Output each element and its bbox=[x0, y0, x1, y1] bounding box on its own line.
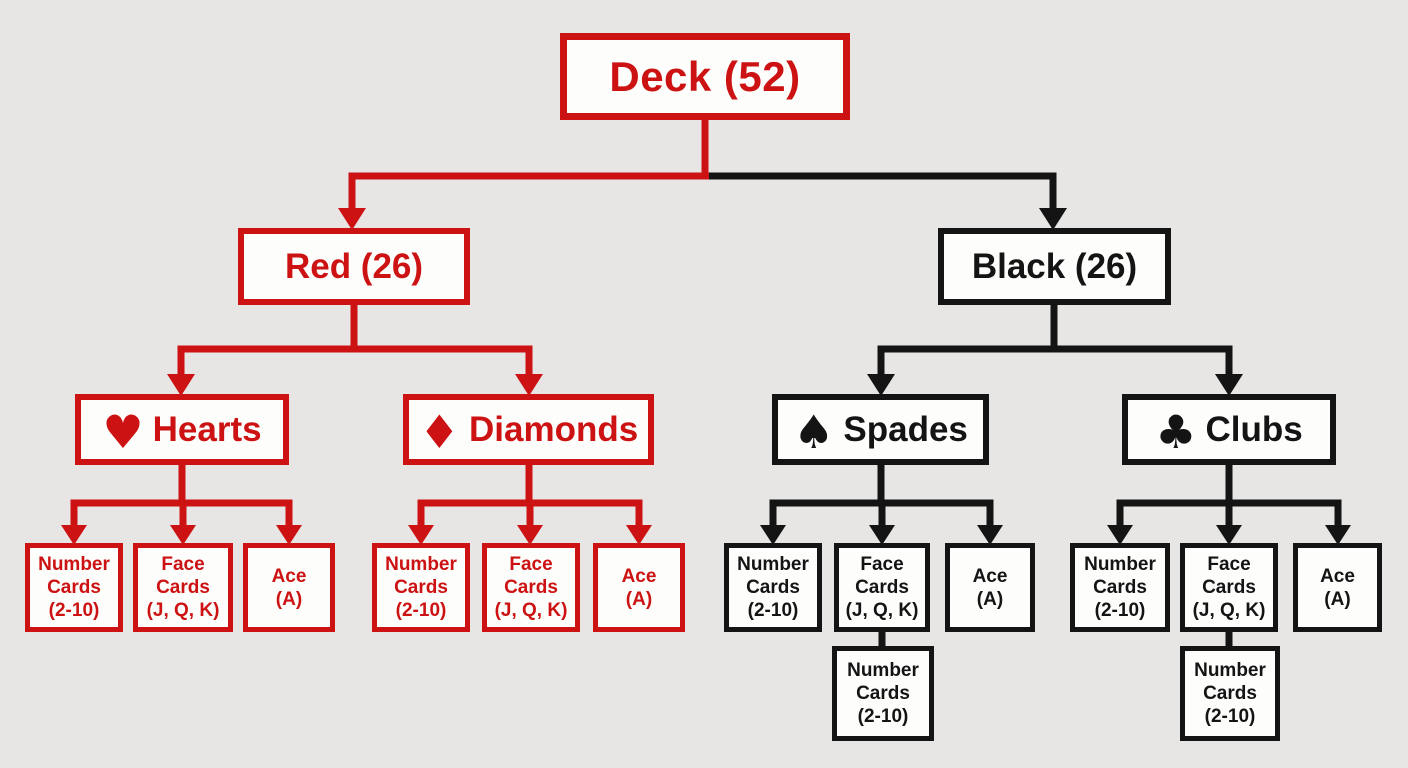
node-spades-face-number-cards: Number Cards (2-10) bbox=[832, 646, 934, 741]
node-diamonds-number-cards: Number Cards (2-10) bbox=[372, 543, 470, 632]
arrow-diamonds bbox=[515, 374, 543, 396]
connector-spades-to-leaves bbox=[769, 499, 994, 527]
connector-deck-to-black bbox=[705, 172, 1057, 212]
leaf-line: Cards bbox=[1093, 577, 1147, 598]
node-black-label: Black (26) bbox=[971, 246, 1138, 286]
leaf-line: Number bbox=[385, 554, 457, 575]
arrow-black bbox=[1039, 208, 1067, 230]
node-black: Black (26) bbox=[938, 228, 1171, 305]
connector-clubs-to-leaves bbox=[1116, 499, 1342, 527]
arrow-diamonds-number bbox=[408, 525, 434, 545]
leaf-line: (2-10) bbox=[48, 600, 100, 621]
node-spades-number-cards: Number Cards (2-10) bbox=[724, 543, 822, 632]
leaf-line: (2-10) bbox=[1204, 706, 1256, 727]
node-diamonds-face-cards: Face Cards (J, Q, K) bbox=[482, 543, 580, 632]
node-diamonds-label: Diamonds bbox=[469, 409, 639, 449]
leaf-line: (J, Q, K) bbox=[146, 600, 220, 621]
arrow-hearts-face bbox=[170, 525, 196, 545]
leaf-line: (2-10) bbox=[857, 706, 909, 727]
leaf-line: Cards bbox=[504, 577, 558, 598]
connector-black-to-suits bbox=[877, 345, 1233, 378]
leaf-line: (J, Q, K) bbox=[1192, 600, 1266, 621]
leaf-line: Number bbox=[38, 554, 110, 575]
node-deck-label: Deck (52) bbox=[609, 52, 801, 100]
leaf-line: Number bbox=[1194, 660, 1266, 681]
arrow-clubs bbox=[1215, 374, 1243, 396]
leaf-line: Cards bbox=[1202, 577, 1256, 598]
leaf-line: Ace bbox=[271, 565, 307, 587]
node-red-label: Red (26) bbox=[284, 246, 424, 286]
arrow-hearts-ace bbox=[276, 525, 302, 545]
leaf-line: Cards bbox=[394, 577, 448, 598]
node-spades-face-cards: Face Cards (J, Q, K) bbox=[834, 543, 930, 632]
leaf-line: Face bbox=[860, 554, 904, 575]
leaf-line: (2-10) bbox=[395, 600, 447, 621]
node-clubs-ace: Ace (A) bbox=[1293, 543, 1382, 632]
leaf-line: Cards bbox=[746, 577, 800, 598]
arrow-clubs-ace bbox=[1325, 525, 1351, 545]
node-clubs-label: Clubs bbox=[1205, 409, 1303, 449]
node-clubs: ♣ Clubs bbox=[1122, 394, 1336, 465]
leaf-line: (J, Q, K) bbox=[845, 600, 919, 621]
leaf-line: Cards bbox=[856, 683, 910, 704]
leaf-line: Number bbox=[847, 660, 919, 681]
leaf-line: (A) bbox=[275, 588, 303, 610]
arrow-diamonds-face bbox=[517, 525, 543, 545]
leaf-line: Cards bbox=[156, 577, 210, 598]
leaf-line: Face bbox=[161, 554, 205, 575]
leaf-line: Number bbox=[737, 554, 809, 575]
node-diamonds: ♦ Diamonds bbox=[403, 394, 654, 465]
node-hearts: ♥ Hearts bbox=[75, 394, 289, 465]
leaf-line: Ace bbox=[1320, 565, 1355, 587]
leaf-line: Ace bbox=[972, 565, 1008, 587]
node-spades: ♠ Spades bbox=[772, 394, 989, 465]
node-spades-label: Spades bbox=[843, 409, 968, 449]
node-hearts-ace: Ace (A) bbox=[243, 543, 335, 632]
leaf-line: Cards bbox=[47, 577, 101, 598]
leaf-line: (2-10) bbox=[747, 600, 799, 621]
leaf-line: Number bbox=[1084, 554, 1156, 575]
node-spades-ace: Ace (A) bbox=[945, 543, 1035, 632]
arrow-clubs-number bbox=[1107, 525, 1133, 545]
arrow-diamonds-ace bbox=[626, 525, 652, 545]
node-red: Red (26) bbox=[238, 228, 470, 305]
leaf-line: Face bbox=[509, 554, 553, 575]
node-hearts-face-cards: Face Cards (J, Q, K) bbox=[133, 543, 233, 632]
arrow-clubs-face bbox=[1216, 525, 1242, 545]
arrow-spades-face bbox=[869, 525, 895, 545]
node-hearts-label: Hearts bbox=[152, 409, 262, 449]
leaf-line: (2-10) bbox=[1094, 600, 1146, 621]
arrow-hearts-number bbox=[61, 525, 87, 545]
leaf-line: Face bbox=[1207, 554, 1251, 575]
arrow-spades bbox=[867, 374, 895, 396]
arrow-spades-ace bbox=[977, 525, 1003, 545]
arrow-hearts bbox=[167, 374, 195, 396]
leaf-line: (A) bbox=[625, 588, 653, 610]
arrow-red bbox=[338, 208, 366, 230]
node-clubs-number-cards: Number Cards (2-10) bbox=[1070, 543, 1170, 632]
leaf-line: (A) bbox=[1324, 588, 1351, 610]
node-clubs-face-number-cards: Number Cards (2-10) bbox=[1180, 646, 1280, 741]
leaf-line: Cards bbox=[855, 577, 909, 598]
arrow-spades-number bbox=[760, 525, 786, 545]
connector-hearts-to-leaves bbox=[70, 499, 293, 527]
node-deck: Deck (52) bbox=[560, 33, 850, 120]
leaf-line: Ace bbox=[621, 565, 657, 587]
leaf-line: (J, Q, K) bbox=[494, 600, 568, 621]
leaf-line: (A) bbox=[976, 588, 1004, 610]
node-clubs-face-cards: Face Cards (J, Q, K) bbox=[1180, 543, 1278, 632]
connector-red-to-suits bbox=[177, 345, 533, 378]
connector-diamonds-to-leaves bbox=[417, 499, 643, 527]
node-hearts-number-cards: Number Cards (2-10) bbox=[25, 543, 123, 632]
leaf-line: Cards bbox=[1203, 683, 1257, 704]
node-diamonds-ace: Ace (A) bbox=[593, 543, 685, 632]
connector-deck-to-red bbox=[348, 172, 709, 212]
